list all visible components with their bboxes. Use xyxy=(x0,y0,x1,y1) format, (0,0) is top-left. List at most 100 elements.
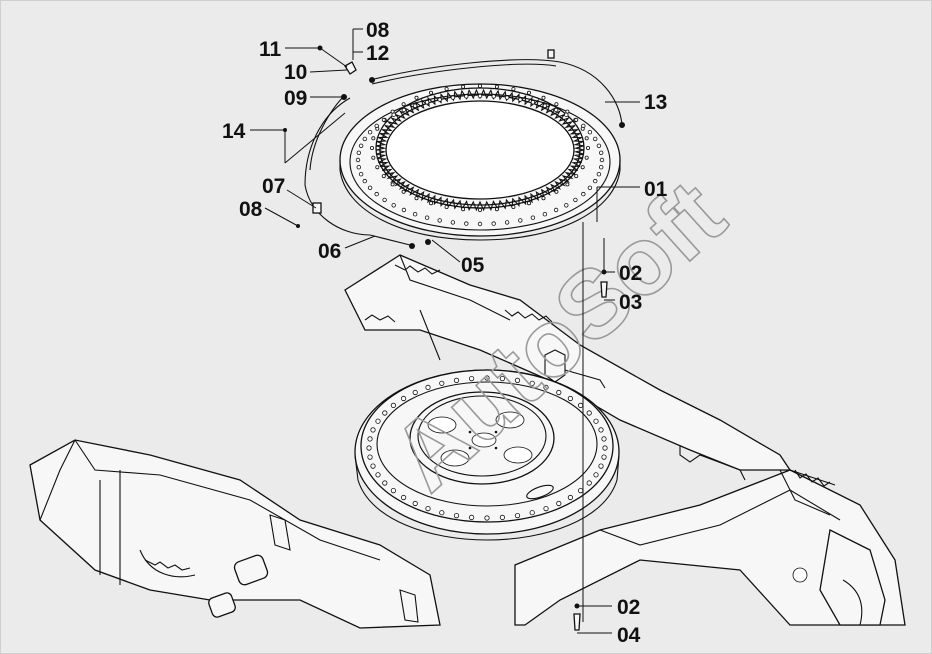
bolt-hole xyxy=(543,384,549,390)
bolt-hole xyxy=(381,117,386,122)
bolt-hole xyxy=(358,143,364,148)
bolt-hole xyxy=(439,510,445,516)
bolt-hole xyxy=(541,196,546,201)
callout-02-top: 02 xyxy=(619,262,642,285)
bolt-hole xyxy=(367,129,373,135)
bolt-hole xyxy=(601,436,607,442)
bolt-hole xyxy=(584,155,589,160)
bolt-hole xyxy=(382,197,387,203)
bolt-hole xyxy=(390,182,395,187)
bolt-hole xyxy=(375,126,380,131)
bolt-hole xyxy=(527,201,532,206)
bolt-hole xyxy=(567,395,574,402)
bolt-hole xyxy=(499,514,505,521)
bolt-hole xyxy=(439,380,445,386)
bolt-hole xyxy=(514,512,521,519)
bolt-hole xyxy=(556,500,562,507)
bolt-hole xyxy=(586,410,592,416)
bolt-hole xyxy=(529,380,535,386)
bolt-hole xyxy=(412,211,418,217)
bolt-hole xyxy=(565,182,570,187)
bolt-hole xyxy=(374,191,379,197)
callout-11: 11 xyxy=(259,38,282,61)
bolt-hole xyxy=(518,218,523,223)
bolt-hole xyxy=(367,454,373,460)
bolt-hole xyxy=(587,185,593,190)
bolt-hole xyxy=(428,90,433,95)
bolt-hole xyxy=(412,389,418,396)
bolt-hole xyxy=(577,402,584,408)
bolt-hole xyxy=(390,487,396,494)
callout-05: 05 xyxy=(461,254,485,277)
bolt-hole xyxy=(599,157,605,163)
slewing-ring xyxy=(339,83,621,241)
bolt-hole xyxy=(401,107,407,113)
bolt-hole xyxy=(581,191,586,197)
bolt-hole xyxy=(477,84,482,89)
bolt-hole xyxy=(554,102,559,107)
bolt-hole xyxy=(461,84,466,89)
bolt-hole xyxy=(580,126,585,131)
bolt-hole xyxy=(574,117,579,122)
callout-10: 10 xyxy=(284,61,307,84)
bolt-hole xyxy=(412,103,418,108)
bolt-hole xyxy=(444,87,449,92)
bolt-hole xyxy=(586,145,591,150)
bolt-hole xyxy=(529,510,535,516)
bolt-hole xyxy=(401,102,406,107)
bolt-hole xyxy=(553,107,559,113)
bolt-hole xyxy=(573,197,578,203)
bolt-hole xyxy=(375,472,381,478)
bolt-hole xyxy=(369,145,374,150)
bolt-hole xyxy=(390,402,396,408)
bolt-hole xyxy=(477,221,483,227)
bolt-hole xyxy=(461,207,466,212)
bolt-hole xyxy=(425,384,431,390)
bolt-hole xyxy=(382,410,388,416)
bolt-hole xyxy=(425,505,431,512)
bolt-hole xyxy=(401,189,406,194)
bolt-hole xyxy=(400,494,407,501)
bolt-hole xyxy=(598,427,604,433)
lube-lines xyxy=(304,49,625,249)
bolt-hole xyxy=(494,84,499,89)
bolt-hole xyxy=(518,97,523,102)
bolt-hole xyxy=(464,94,469,99)
bolt-hole xyxy=(491,221,496,226)
bolt-hole xyxy=(370,427,376,433)
bolt-hole xyxy=(599,150,604,155)
bolt-hole xyxy=(484,515,490,521)
bolt-hole xyxy=(504,220,510,225)
bolt-hole xyxy=(530,215,536,220)
bolt-hole xyxy=(556,389,562,396)
bolt-hole xyxy=(477,93,483,99)
bolt-hole xyxy=(468,514,475,521)
callout-12: 12 xyxy=(366,42,389,65)
bolt-hole xyxy=(593,418,599,424)
bolt-hole xyxy=(542,211,548,217)
bolt-hole xyxy=(477,207,482,212)
callout-14: 14 xyxy=(222,120,246,143)
bolt-hole xyxy=(464,221,469,226)
bolt-hole xyxy=(437,218,442,223)
bolt-hole xyxy=(593,136,598,142)
callout-08-mid: 08 xyxy=(239,198,263,221)
callout-07: 07 xyxy=(262,175,285,198)
bolt-hole xyxy=(370,463,376,469)
bolt-hole xyxy=(355,157,361,163)
bolt-hole xyxy=(584,136,589,141)
callout-03: 03 xyxy=(619,291,642,314)
bolt-hole xyxy=(599,164,604,170)
bolt-hole xyxy=(494,207,499,212)
leader-lines xyxy=(250,28,640,634)
bolt-hole xyxy=(593,472,599,478)
callout-06: 06 xyxy=(318,240,341,263)
bolt-hole xyxy=(586,480,592,486)
bolt-hole xyxy=(424,215,430,220)
bolt-hole xyxy=(375,165,380,170)
bolt-hole xyxy=(554,189,559,194)
callout-labels: 08 11 12 10 09 13 14 01 07 08 06 05 02 0… xyxy=(222,19,668,647)
bolt-hole xyxy=(366,445,372,451)
bolt-hole xyxy=(381,174,386,179)
